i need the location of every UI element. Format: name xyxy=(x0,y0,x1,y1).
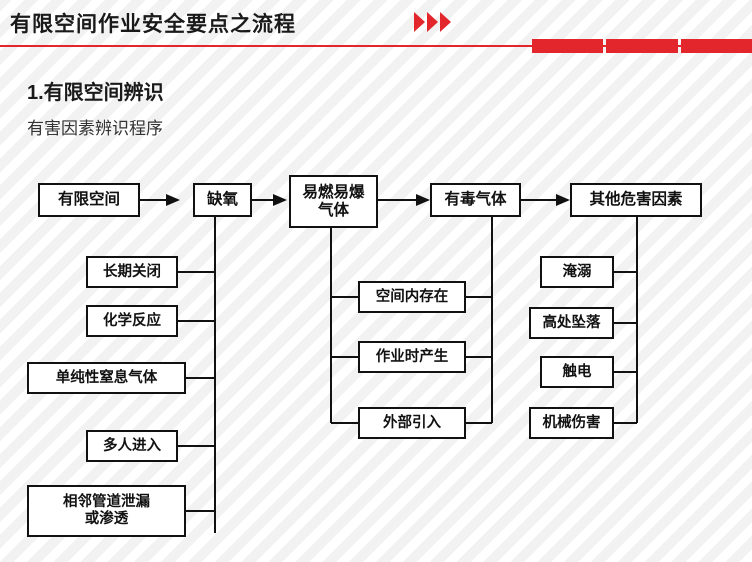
node-long-term-closure[interactable]: 长期关闭 xyxy=(86,256,178,288)
header-bar: 有限空间作业安全要点之流程 xyxy=(0,0,752,53)
node-limited-space[interactable]: 有限空间 xyxy=(38,183,140,217)
header-divider xyxy=(0,45,752,47)
node-multiple-people-entry[interactable]: 多人进入 xyxy=(86,430,178,462)
node-mechanical-injury[interactable]: 机械伤害 xyxy=(529,407,614,439)
page-title: 有限空间作业安全要点之流程 xyxy=(10,13,296,36)
node-chemical-reaction[interactable]: 化学反应 xyxy=(86,305,178,337)
node-adjacent-pipeline-leak-line2: 或渗透 xyxy=(84,511,129,527)
node-flammable-explosive-gas[interactable]: 易燃易爆 气体 xyxy=(289,175,378,228)
double-chevron-right-icon xyxy=(414,12,451,32)
node-flammable-explosive-gas-line2: 气体 xyxy=(317,201,349,219)
node-present-in-space[interactable]: 空间内存在 xyxy=(358,281,466,313)
node-electric-shock[interactable]: 触电 xyxy=(540,356,614,388)
node-adjacent-pipeline-leak[interactable]: 相邻管道泄漏 或渗透 xyxy=(27,485,186,537)
node-generated-during-work[interactable]: 作业时产生 xyxy=(358,341,466,373)
node-external-introduction[interactable]: 外部引入 xyxy=(358,407,466,439)
node-fall-from-height[interactable]: 高处坠落 xyxy=(529,307,614,339)
node-adjacent-pipeline-leak-line1: 相邻管道泄漏 xyxy=(63,494,150,511)
node-drowning[interactable]: 淹溺 xyxy=(540,256,614,288)
node-flammable-explosive-gas-line1: 易燃易爆 xyxy=(302,183,365,201)
node-oxygen-deficiency[interactable]: 缺氧 xyxy=(193,183,252,217)
node-simple-asphyxiant-gas[interactable]: 单纯性窒息气体 xyxy=(27,362,186,394)
section-title: 1.有限空间辨识 xyxy=(27,82,164,104)
node-other-hazard-factors[interactable]: 其他危害因素 xyxy=(570,183,702,217)
node-toxic-gas[interactable]: 有毒气体 xyxy=(430,183,521,217)
section-subtitle: 有害因素辨识程序 xyxy=(27,119,163,138)
